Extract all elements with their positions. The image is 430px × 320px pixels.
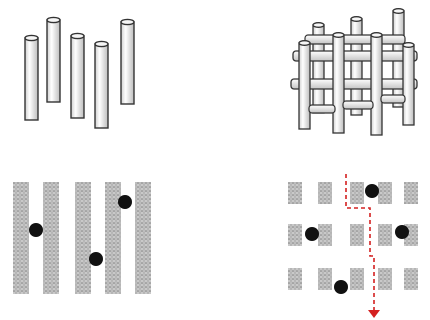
- lattice-bar: [343, 101, 373, 109]
- stippled-band: [43, 182, 59, 294]
- stippled-block: [350, 268, 364, 290]
- parallel-rods-3d-panel: [15, 10, 145, 140]
- rod: [47, 17, 60, 102]
- stippled-band: [105, 182, 121, 294]
- rod: [25, 35, 38, 120]
- lattice-bar: [305, 35, 405, 44]
- interconnected-rods-3d-panel: [285, 5, 425, 145]
- lattice-bar: [293, 51, 417, 61]
- stippled-block: [404, 182, 418, 204]
- stippled-block: [350, 182, 364, 204]
- stippled-block: [318, 268, 332, 290]
- stippled-block: [288, 268, 302, 290]
- particle: [305, 227, 319, 241]
- particle: [29, 223, 43, 237]
- lattice-rod: [371, 33, 382, 135]
- stippled-block: [318, 182, 332, 204]
- lattice-bar: [381, 95, 405, 103]
- stippled-band: [75, 182, 91, 294]
- particle: [395, 225, 409, 239]
- stippled-block: [378, 268, 392, 290]
- rod: [121, 19, 134, 104]
- stippled-block: [404, 268, 418, 290]
- stippled-band: [135, 182, 151, 294]
- particle: [334, 280, 348, 294]
- stippled-block: [288, 224, 302, 246]
- particle: [89, 252, 103, 266]
- stippled-block: [318, 224, 332, 246]
- interconnected-rods-cross-section-panel: [280, 170, 425, 320]
- parallel-rods-cross-section-panel: [5, 170, 165, 310]
- stippled-block: [288, 182, 302, 204]
- stippled-block: [378, 182, 392, 204]
- lattice-rod: [333, 33, 344, 133]
- stippled-block: [350, 224, 364, 246]
- stippled-band: [13, 182, 29, 294]
- particle: [118, 195, 132, 209]
- lattice-rod: [351, 17, 362, 115]
- lattice-rod: [403, 43, 414, 125]
- stippled-block: [378, 224, 392, 246]
- lattice-rod: [299, 41, 310, 129]
- rod: [71, 33, 84, 118]
- arrow-down-icon: [368, 310, 380, 318]
- particle: [365, 184, 379, 198]
- lattice-bar: [309, 105, 335, 113]
- rod: [95, 41, 108, 128]
